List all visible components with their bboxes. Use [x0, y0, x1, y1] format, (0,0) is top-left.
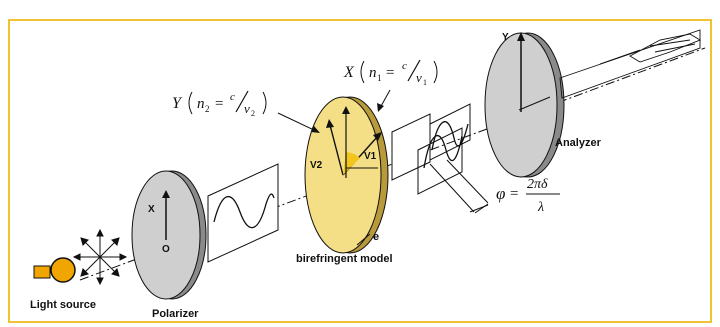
thickness-pointer — [356, 233, 371, 246]
polarizer-disc — [131, 170, 207, 300]
svg-text:2πδ: 2πδ — [527, 177, 548, 192]
svg-text:1: 1 — [377, 73, 382, 83]
svg-text:λ: λ — [537, 200, 544, 215]
polarizer-x-label: X — [148, 204, 155, 215]
light-source-icon — [33, 257, 76, 283]
v2-label: V2 — [310, 160, 323, 171]
svg-text:n: n — [369, 65, 377, 81]
svg-text:X: X — [343, 64, 355, 81]
analyzer-y-label: Y — [502, 32, 509, 43]
svg-text:=: = — [386, 65, 394, 81]
svg-text:=: = — [510, 186, 518, 202]
output-beam — [559, 29, 702, 99]
y-equation-pointer — [277, 112, 317, 132]
analyzer-disc — [484, 32, 565, 178]
birefringent-model-label: birefringent model — [296, 253, 393, 265]
v1-label: V1 — [364, 151, 377, 162]
svg-text:n: n — [197, 96, 205, 112]
svg-text:=: = — [215, 96, 223, 112]
polarizer-label: Polarizer — [152, 308, 199, 320]
y-axis-equation: Y n 2 = c v 2 — [172, 90, 267, 118]
light-source-label: Light source — [30, 299, 96, 311]
thickness-label: e — [373, 231, 379, 243]
svg-text:1: 1 — [423, 78, 427, 87]
svg-text:v: v — [416, 70, 422, 85]
svg-text:2: 2 — [205, 104, 210, 114]
birefringent-model-disc — [304, 96, 389, 254]
svg-text:v: v — [244, 101, 250, 116]
svg-text:Y: Y — [172, 95, 183, 112]
svg-text:φ: φ — [496, 184, 505, 203]
svg-text:c: c — [402, 60, 407, 72]
analyzer-label: Analyzer — [555, 137, 602, 149]
svg-text:2: 2 — [251, 109, 255, 118]
svg-text:c: c — [230, 91, 235, 103]
polarizer-origin-label: O — [162, 244, 170, 255]
x-axis-equation: X n 1 = c v 1 — [343, 59, 438, 87]
polarized-wave-panel — [207, 163, 279, 263]
phase-equation: φ = 2πδ λ — [469, 177, 560, 215]
unpolarized-light-icon — [72, 228, 128, 286]
